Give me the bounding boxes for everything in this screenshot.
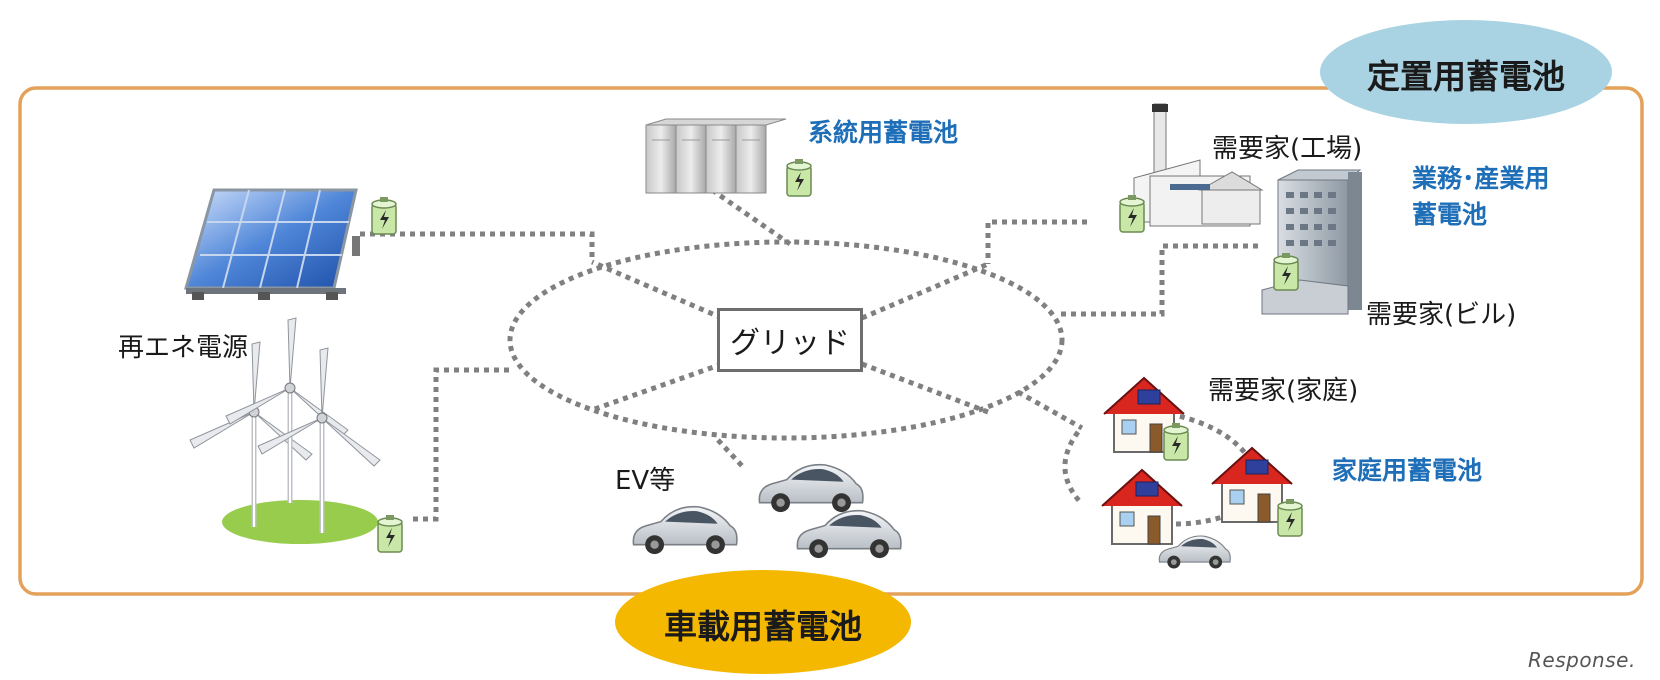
building-label: 需要家(ビル) (1366, 300, 1517, 330)
electric-car-icon (796, 509, 902, 559)
commercial-battery-label-line2: 蓄電池 (1412, 200, 1488, 229)
grid-center-box: グリッド (717, 308, 863, 372)
office-building-icon (1261, 169, 1362, 315)
stationary-badge (1320, 20, 1612, 124)
battery-icon (1277, 498, 1303, 537)
battery-icon (371, 196, 397, 235)
battery-icon (786, 158, 812, 197)
stationary-badge-label: 定置用蓄電池 (1367, 57, 1565, 96)
server-rack-icon (645, 118, 787, 194)
house-icon (1101, 469, 1183, 545)
renewable-label: 再エネ電源 (118, 333, 249, 363)
electric-car-icon (632, 505, 738, 555)
battery-icon (1163, 422, 1189, 461)
household-label: 需要家(家庭) (1208, 376, 1359, 406)
dotted-connections (360, 187, 1259, 527)
watermark: Response. (1528, 648, 1636, 672)
home-battery-label: 家庭用蓄電池 (1332, 456, 1483, 485)
vehicle-badge (615, 570, 911, 674)
solar-panel-icon (184, 188, 360, 300)
ev-label: EV等 (615, 466, 676, 496)
battery-icon (1119, 194, 1145, 233)
factory-label: 需要家(工場) (1212, 134, 1363, 164)
factory-icon (1133, 103, 1264, 227)
commercial-battery-label-line1: 業務･産業用 (1412, 164, 1550, 193)
electric-car-icon (758, 463, 864, 513)
battery-icon (1273, 252, 1299, 291)
grid-center-label: グリッド (730, 326, 850, 361)
battery-icon (377, 514, 403, 553)
grid-battery-label: 系統用蓄電池 (808, 118, 959, 147)
wind-turbine-icon (190, 318, 380, 544)
vehicle-badge-label: 車載用蓄電池 (664, 607, 862, 646)
